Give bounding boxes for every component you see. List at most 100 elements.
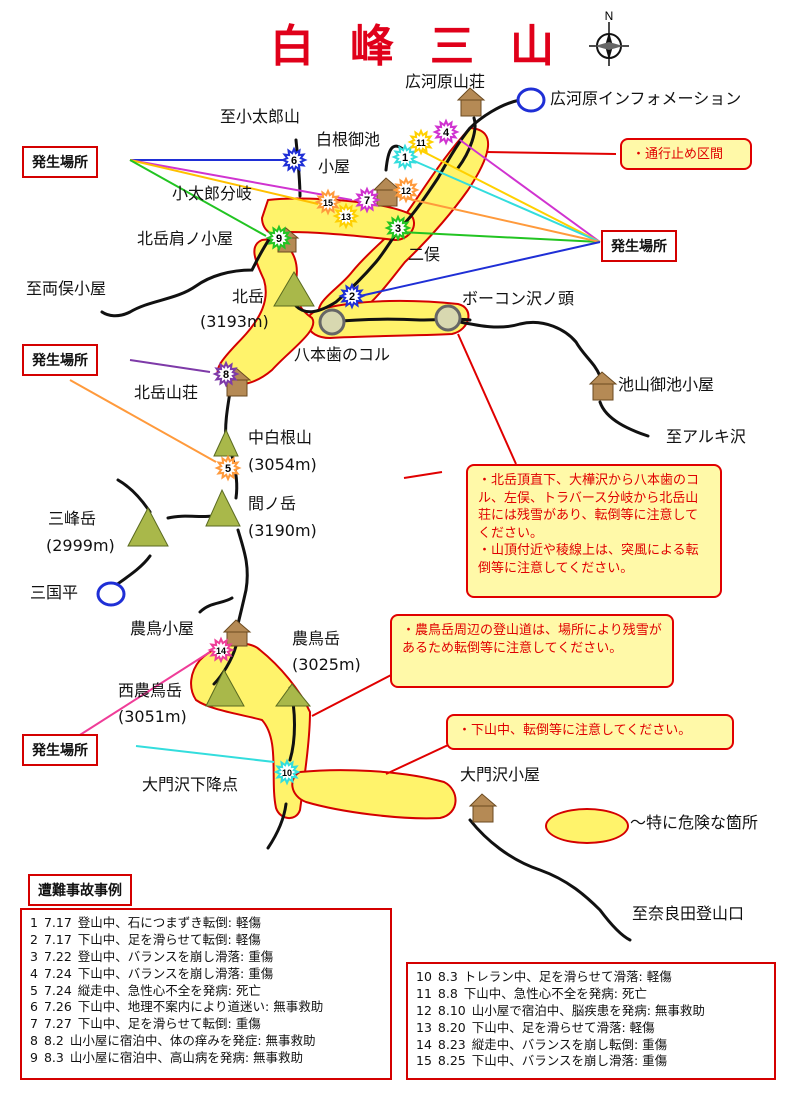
accident-marker-label: 2	[349, 291, 355, 303]
place-nakashirane: 中白根山	[248, 428, 313, 447]
occurrence-tag: 発生場所	[22, 146, 98, 178]
accident-marker-label: 6	[291, 155, 297, 167]
sanpo-peak-icon	[127, 506, 169, 547]
accident-marker-label: 8	[223, 369, 229, 381]
place-hirogawara-sanso: 広河原山荘	[405, 72, 486, 91]
accident-marker-burst	[314, 188, 342, 216]
accident-date: 7.22	[43, 948, 72, 964]
accident-row: 13 8.20 下山中、足を滑らせて滑落: 軽傷	[416, 1020, 766, 1037]
place-ainodake: 間ノ岳	[248, 494, 297, 513]
accident-date: 8.20	[437, 1019, 466, 1035]
accident-marker-5: 5	[214, 454, 242, 482]
compass-letter: N	[605, 9, 614, 23]
accident-no: 8	[30, 1033, 38, 1049]
ainodake-peak-icon	[205, 488, 241, 527]
info-circles	[96, 87, 546, 607]
mikunidaira-circle	[96, 581, 126, 607]
accident-date: 7.26	[43, 999, 72, 1015]
accident-text: 山小屋で宿泊中、脳疾患を発病: 無事救助	[471, 1002, 705, 1018]
accident-date: 8.8	[437, 985, 458, 1001]
place-kitadake-katanokoya: 北岳肩ノ小屋	[137, 229, 234, 248]
accident-no: 6	[30, 999, 38, 1015]
note-snow-1: ・北岳頂直下、大樺沢から八本歯のコル、左俣、トラバース分岐から北岳山荘には残雪が…	[478, 473, 700, 541]
accident-marker-9: 9	[265, 224, 293, 252]
accident-marker-label: 15	[323, 198, 333, 208]
nishinotori-peak-icon	[205, 668, 245, 707]
accident-date: 8.23	[437, 1036, 466, 1052]
accident-date: 7.17	[43, 915, 72, 930]
accident-text: 山小屋に宿泊中、高山病を発病: 無事救助	[69, 1050, 304, 1065]
accident-marker-burst	[212, 360, 240, 388]
place-kitadake-alt: (3193m)	[200, 312, 269, 331]
accident-marker-label: 9	[276, 233, 282, 245]
accident-marker-burst	[332, 202, 360, 230]
accident-marker-7: 7	[353, 186, 381, 214]
occurrence-tag: 発生場所	[22, 734, 98, 766]
page-title: 白峰三山	[270, 21, 590, 72]
place-kotaro-bunki: 小太郎分岐	[172, 184, 253, 203]
accident-date: 8.10	[437, 1002, 466, 1018]
note-notori: ・農鳥岳周辺の登山道は、場所により残雪があるため転倒等に注意してください。	[390, 614, 674, 688]
hirogawara-hut-icon	[456, 87, 486, 117]
accident-text: 登山中、バランスを崩し滑落: 重傷	[77, 948, 274, 964]
place-daimon-koten: 大門沢下降点	[142, 775, 239, 794]
accident-marker-burst	[214, 454, 242, 482]
hirogawara-info-circle	[516, 87, 546, 113]
accident-text: 下山中、バランスを崩し滑落: 重傷	[77, 965, 274, 981]
place-nishinotori: 西農鳥岳	[118, 681, 183, 700]
accident-marker-label: 10	[282, 768, 292, 778]
accident-text: 下山中、バランスを崩し滑落: 重傷	[471, 1053, 668, 1069]
shirane-hut-icon	[372, 177, 402, 207]
compass-icon: N	[589, 9, 629, 66]
note-snow: ・北岳頂直下、大樺沢から八本歯のコル、左俣、トラバース分岐から北岳山荘には残雪が…	[466, 464, 722, 598]
accident-no: 1	[30, 915, 38, 930]
accident-date: 8.25	[437, 1053, 466, 1069]
accident-marker-label: 4	[443, 127, 450, 139]
accident-date: 8.3	[437, 969, 458, 984]
accident-marker-label: 3	[395, 223, 401, 235]
kitadake-peak-icon	[273, 271, 315, 307]
accident-text: 下山中、足を滑らせて滑落: 軽傷	[471, 1019, 655, 1035]
place-goya: 小屋	[318, 157, 351, 176]
place-happonba: 八本歯のコル	[294, 345, 391, 364]
ikeyama-hut-icon	[588, 371, 618, 401]
place-ryomata: 至両俣小屋	[26, 279, 107, 298]
place-nakashirane-alt: (3054m)	[248, 455, 317, 474]
accident-marker-label: 12	[401, 186, 411, 196]
place-kotaro-yama: 至小太郎山	[220, 107, 301, 126]
accident-no: 11	[416, 985, 432, 1001]
accident-no: 13	[416, 1019, 432, 1035]
accident-text: 下山中、地理不案内により道迷い: 無事救助	[77, 999, 324, 1015]
notori-peak-icon	[275, 683, 312, 707]
accident-marker-label: 11	[416, 138, 426, 148]
accident-marker-12: 12	[392, 176, 420, 204]
place-nishinotori-alt: (3051m)	[118, 707, 187, 726]
notori-hut-icon	[222, 619, 252, 647]
accident-text: 下山中、足を滑らせて転倒: 重傷	[77, 1016, 261, 1032]
accident-date: 7.24	[43, 982, 72, 998]
accident-marker-6: 6	[280, 146, 308, 174]
accident-no: 2	[30, 931, 38, 947]
accident-marker-burst	[280, 146, 308, 174]
accident-row: 5 7.24 縦走中、急性心不全を発病: 死亡	[30, 983, 382, 1000]
accident-no: 5	[30, 982, 38, 998]
place-mikunidaira: 三国平	[30, 583, 79, 602]
accident-no: 4	[30, 965, 38, 981]
accident-text: 縦走中、急性心不全を発病: 死亡	[77, 982, 261, 998]
accident-marker-3: 3	[384, 214, 412, 242]
accident-no: 15	[416, 1053, 432, 1069]
accident-text: 下山中、足を滑らせて転倒: 軽傷	[77, 931, 261, 947]
accident-text: 山小屋に宿泊中、体の痒みを発症: 無事救助	[69, 1033, 316, 1049]
daimon-hut-icon	[468, 793, 498, 823]
accident-marker-burst	[265, 224, 293, 252]
bokonsawa-circle	[434, 304, 462, 332]
accident-no: 14	[416, 1036, 432, 1052]
